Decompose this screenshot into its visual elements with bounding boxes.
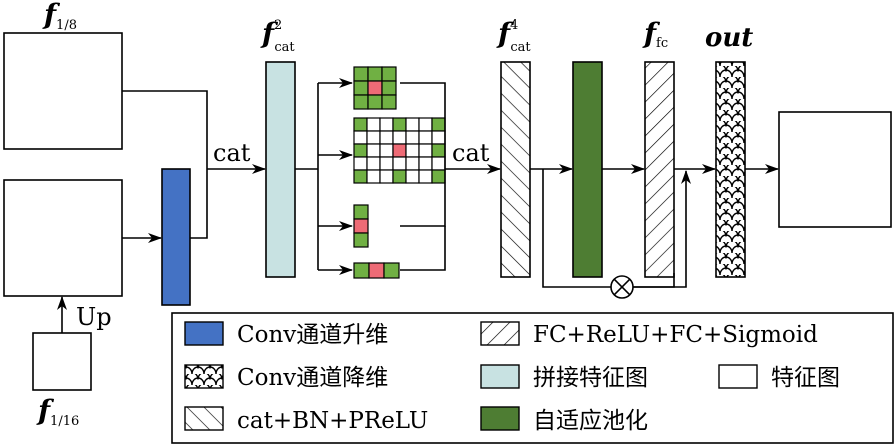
skip-line-bottom bbox=[542, 169, 611, 288]
kernel-horizontal bbox=[353, 262, 400, 279]
legend-label-4: 特征图 bbox=[771, 365, 840, 391]
kernel-cell bbox=[379, 169, 394, 184]
kernel-cell bbox=[381, 80, 397, 96]
kernel-cell bbox=[353, 232, 369, 248]
kernel-cell bbox=[366, 169, 381, 184]
kernel-cell bbox=[353, 169, 368, 184]
kernel-cell bbox=[353, 94, 369, 110]
label-up: Up bbox=[76, 303, 112, 331]
kernel-cell bbox=[431, 156, 446, 171]
label-f1-8: f1/8 bbox=[42, 0, 77, 33]
kernel-cell bbox=[431, 169, 446, 184]
concat-feature-block-1 bbox=[265, 61, 296, 278]
legend-label-2: Conv通道降维 bbox=[237, 365, 388, 391]
kernel-cell bbox=[353, 143, 368, 158]
multiply-icon bbox=[610, 275, 634, 299]
conv-channel-down-block bbox=[715, 61, 746, 278]
legend-frame bbox=[171, 312, 894, 444]
label-f1-16: f1/16 bbox=[36, 394, 79, 429]
legend: Conv通道升维 FC+ReLU+FC+Sigmoid Conv通道降维 拼接特… bbox=[171, 312, 894, 444]
kernel-cell bbox=[367, 66, 383, 82]
kernel-cell bbox=[366, 143, 381, 158]
kernel-cell bbox=[381, 94, 397, 110]
kernel-cell bbox=[353, 156, 368, 171]
kernel-cell bbox=[392, 143, 407, 158]
kernel-cell bbox=[418, 156, 433, 171]
conv-channel-up-block bbox=[161, 168, 191, 306]
feature-map-f1-16 bbox=[32, 332, 92, 391]
kernel-cell bbox=[366, 156, 381, 171]
kernel-cell bbox=[392, 156, 407, 171]
kernel-cell bbox=[418, 117, 433, 132]
kernel-vertical bbox=[353, 204, 369, 248]
kernel-cell bbox=[392, 117, 407, 132]
kernel-cell bbox=[353, 218, 369, 234]
kernel-cell bbox=[383, 262, 400, 279]
line-conv-to-cat bbox=[190, 169, 208, 239]
kernel-cell bbox=[392, 169, 407, 184]
adaptive-pool-block bbox=[572, 61, 603, 278]
merge-line-3 bbox=[400, 226, 446, 271]
kernel-cell bbox=[431, 143, 446, 158]
kernel-cell bbox=[379, 117, 394, 132]
legend-icon-blue bbox=[184, 321, 224, 346]
legend-label-0: Conv通道升维 bbox=[237, 322, 388, 348]
kernel-cell bbox=[379, 143, 394, 158]
kernel-cell bbox=[353, 117, 368, 132]
dilated-kernel-grids bbox=[353, 66, 446, 279]
kernel-cell bbox=[431, 130, 446, 145]
legend-icon-cyan bbox=[480, 364, 520, 389]
fc-relu-fc-sigmoid-block bbox=[644, 61, 675, 278]
kernel-cell bbox=[405, 117, 420, 132]
kernel-3x3 bbox=[353, 66, 397, 110]
kernel-cell bbox=[353, 66, 369, 82]
kernel-cell bbox=[381, 66, 397, 82]
kernel-cell bbox=[353, 262, 370, 279]
kernel-dilated bbox=[353, 117, 446, 184]
kernel-cell bbox=[366, 130, 381, 145]
legend-icon-reverse-hatch bbox=[480, 321, 520, 346]
legend-icon-forward-hatch bbox=[184, 406, 224, 431]
legend-label-1: FC+ReLU+FC+Sigmoid bbox=[533, 322, 818, 348]
label-cat-2: cat bbox=[452, 139, 490, 167]
kernel-cell bbox=[368, 262, 385, 279]
feature-map-upsampled bbox=[3, 179, 123, 297]
kernel-cell bbox=[405, 143, 420, 158]
kernel-cell bbox=[405, 130, 420, 145]
line-f1-8-to-cat bbox=[122, 90, 208, 169]
multiply-to-sum-line bbox=[633, 170, 691, 288]
label-cat-1: cat bbox=[213, 139, 251, 167]
legend-icon-green bbox=[480, 406, 520, 431]
cat-bn-prelu-block bbox=[500, 61, 531, 278]
label-f-fc: ffc bbox=[642, 17, 668, 51]
kernel-cell bbox=[418, 130, 433, 145]
kernel-cell bbox=[418, 143, 433, 158]
kernel-cell bbox=[353, 204, 369, 220]
kernel-cell bbox=[366, 117, 381, 132]
kernel-cell bbox=[431, 117, 446, 132]
kernel-cell bbox=[379, 130, 394, 145]
feature-map-f1-8 bbox=[3, 32, 123, 150]
kernel-cell bbox=[405, 156, 420, 171]
kernel-cell bbox=[392, 130, 407, 145]
kernel-cell bbox=[405, 169, 420, 184]
legend-icon-scales bbox=[184, 364, 224, 389]
legend-icon-white bbox=[718, 364, 758, 389]
kernel-cell bbox=[367, 94, 383, 110]
kernel-cell bbox=[379, 156, 394, 171]
legend-label-6: 自适应池化 bbox=[533, 408, 648, 434]
kernel-cell bbox=[353, 80, 369, 96]
output-feature-map bbox=[778, 111, 892, 228]
kernel-cell bbox=[418, 169, 433, 184]
kernel-cell bbox=[353, 130, 368, 145]
legend-label-5: cat+BN+PReLU bbox=[237, 408, 428, 434]
kernel-cell bbox=[367, 80, 383, 96]
legend-label-3: 拼接特征图 bbox=[533, 365, 648, 391]
merge-line-1 bbox=[400, 82, 446, 169]
label-out: out bbox=[705, 23, 753, 53]
